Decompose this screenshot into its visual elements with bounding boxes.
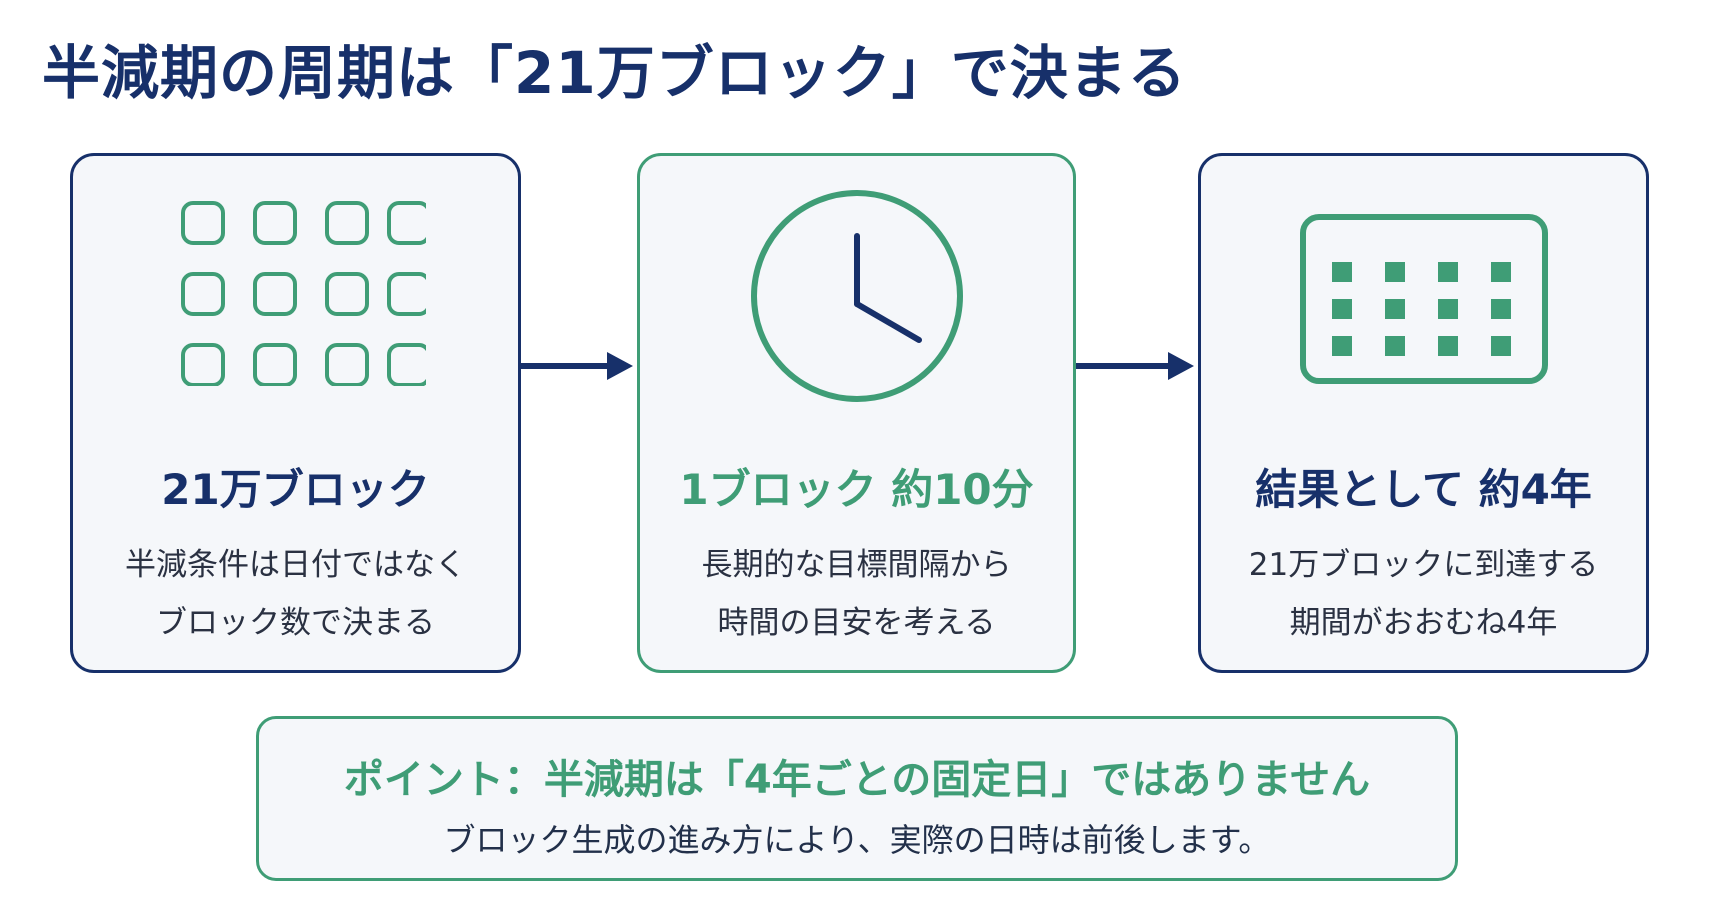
card-description: 半減条件は日付ではなく ブロック数で決まる: [73, 536, 518, 652]
card-description-line: 半減条件は日付ではなく: [125, 547, 466, 583]
point-subtitle: ブロック生成の進み方により、実際の日時は前後します。: [443, 821, 1271, 859]
page-title: 半減期の周期は「21万ブロック」で決まる: [42, 39, 1187, 107]
calendar-icon: [1201, 186, 1646, 416]
card-description: 21万ブロックに到達する 期間がおおむね4年: [1201, 536, 1646, 652]
card-description-line: 期間がおおむね4年: [1289, 605, 1558, 641]
card-block-count: 21万ブロック 半減条件は日付ではなく ブロック数で決まる: [70, 153, 521, 673]
point-callout: ポイント：半減期は「4年ごとの固定日」ではありません ブロック生成の進み方により…: [256, 716, 1458, 881]
card-description-line: 21万ブロックに到達する: [1248, 547, 1599, 583]
point-title: ポイント：半減期は「4年ごとの固定日」ではありません: [343, 757, 1371, 803]
card-block-time: 1ブロック 約10分 長期的な目標間隔から 時間の目安を考える: [637, 153, 1076, 673]
card-description-line: 時間の目安を考える: [717, 605, 996, 641]
card-heading: 21万ブロック: [161, 465, 430, 514]
card-description-line: 長期的な目標間隔から: [701, 547, 1012, 583]
block-grid-icon: [73, 186, 518, 416]
card-description-line: ブロック数で決まる: [156, 605, 435, 641]
card-description: 長期的な目標間隔から 時間の目安を考える: [640, 536, 1073, 652]
arrow-right-icon: [521, 346, 637, 390]
card-heading: 1ブロック 約10分: [679, 465, 1034, 514]
card-heading: 結果として 約4年: [1255, 465, 1592, 514]
clock-icon: [640, 186, 1073, 416]
card-result-period: 結果として 約4年 21万ブロックに到達する 期間がおおむね4年: [1198, 153, 1649, 673]
arrow-right-icon: [1076, 346, 1198, 390]
